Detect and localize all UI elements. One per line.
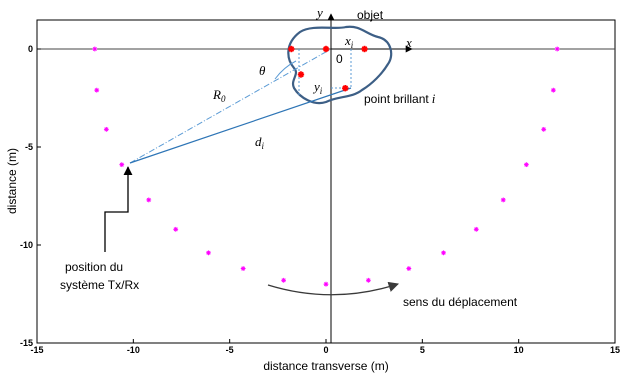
position-point [323, 281, 329, 287]
position-pointer-arrow [104, 166, 133, 252]
position-point [406, 266, 412, 271]
label-position-line2: système Tx/Rx [60, 278, 139, 292]
x-tick-label: -15 [30, 345, 43, 355]
x-tick-label: 10 [514, 345, 524, 355]
position-point [281, 277, 287, 283]
x-tick-label: -10 [127, 345, 140, 355]
di-line [129, 87, 352, 164]
position-point [240, 266, 246, 271]
y-tick-label: -10 [20, 240, 33, 250]
position-point [173, 226, 179, 232]
label-sens: sens du déplacement [403, 295, 518, 309]
x-tick-label: 5 [420, 345, 425, 355]
theta-arc [274, 60, 297, 80]
motion-direction-arrow [267, 281, 399, 296]
x-axis-title: distance transverse (m) [263, 359, 388, 373]
position-point [554, 46, 560, 52]
y-tick-label: -15 [20, 338, 33, 348]
label-x-axis: x [405, 35, 412, 50]
position-point [523, 162, 529, 168]
position-point [473, 226, 479, 232]
position-point [94, 87, 100, 93]
position-point [500, 197, 506, 203]
label-yi: yi [312, 79, 323, 96]
position-point [92, 46, 98, 52]
label-xi: xi [344, 33, 354, 50]
label-r0: R0 [212, 87, 226, 104]
x-tick-label: 15 [610, 345, 620, 355]
object-outline [287, 25, 393, 105]
x-tick-label: 0 [323, 345, 328, 355]
position-point [550, 87, 556, 93]
label-y-axis: y [315, 5, 323, 20]
x-tick-label: -5 [226, 345, 234, 355]
label-di: di [255, 134, 265, 151]
position-point [441, 250, 446, 256]
label-position-line1: position du [65, 260, 123, 274]
position-markers [92, 46, 560, 287]
label-objet: objet [357, 8, 384, 22]
scatterer-point [288, 45, 295, 53]
scatterer-point [322, 45, 330, 53]
scatterer-point [342, 85, 349, 92]
position-point [103, 126, 109, 132]
r0-line [129, 48, 332, 164]
scatterer-point [297, 71, 305, 78]
position-point [541, 126, 547, 132]
y-tick-label: 0 [28, 44, 33, 54]
label-origin: 0 [336, 52, 343, 66]
y-tick-label: -5 [25, 142, 33, 152]
label-theta: θ [259, 63, 266, 78]
position-point [206, 250, 211, 256]
scatterer-markers [288, 45, 368, 92]
y-axis-title: distance (m) [5, 148, 19, 214]
position-point [365, 277, 371, 283]
position-point [146, 197, 152, 203]
axis-ticks: -15 -10 -5 0 5 10 15 0 -5 -10 -15 [20, 44, 620, 355]
position-point [119, 162, 125, 168]
plot-area [36, 19, 616, 344]
scatterer-point [361, 45, 368, 53]
